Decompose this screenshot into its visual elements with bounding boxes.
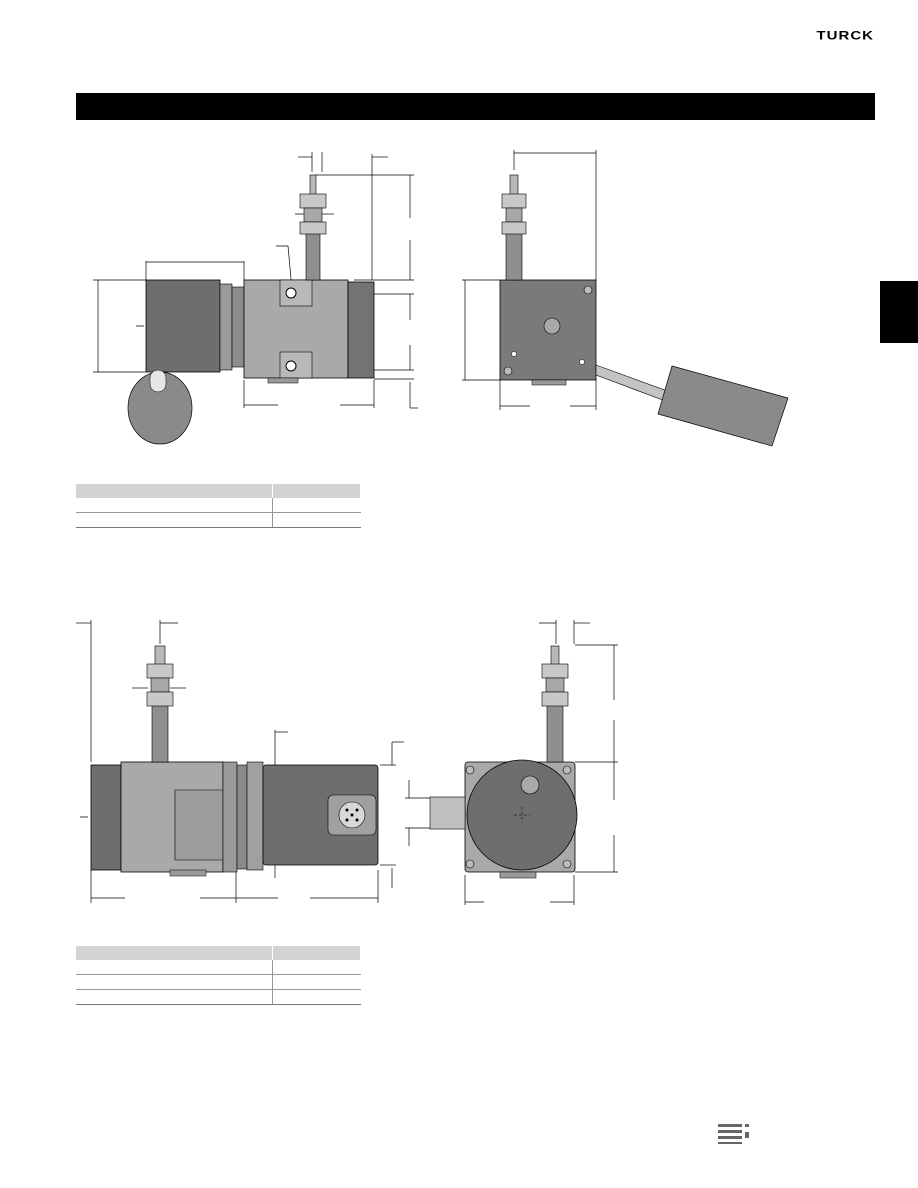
table-cell [272, 960, 361, 975]
drawing-1-side-view [93, 152, 418, 409]
drawing-2-dim-lines [462, 150, 597, 410]
table-cell [76, 989, 273, 1005]
table-cell [272, 989, 361, 1005]
table-cell [76, 960, 273, 975]
drawing-3-dim-lines [76, 620, 404, 903]
table-cell [76, 498, 273, 513]
drawing-4-body [429, 645, 578, 879]
table-header-cell [272, 484, 361, 498]
drawing-3-body [90, 645, 379, 877]
side-tab-marker [880, 281, 918, 343]
table-cell [272, 512, 361, 528]
table-row [76, 989, 361, 1005]
table-header-cell [272, 946, 361, 960]
table-row [76, 960, 361, 975]
table-header-cell [76, 946, 273, 960]
table-row [76, 512, 361, 528]
drawing-1-body [127, 174, 375, 445]
table-cell [272, 498, 361, 513]
table-cell [76, 974, 273, 990]
table-cell [76, 512, 273, 528]
table-header-row [76, 946, 361, 960]
spec-table-2 [76, 946, 361, 1005]
section-title-bar [76, 93, 875, 120]
table-cell [272, 974, 361, 990]
document-list-icon [718, 1124, 749, 1144]
drawing-2-body [499, 174, 789, 447]
table-row [76, 974, 361, 990]
table-header-row [76, 484, 361, 498]
table-header-cell [76, 484, 273, 498]
table-row [76, 498, 361, 513]
turck-logo: TURCK [816, 29, 874, 43]
drawing-4-dim-lines [405, 620, 618, 905]
spec-table-1 [76, 484, 361, 528]
